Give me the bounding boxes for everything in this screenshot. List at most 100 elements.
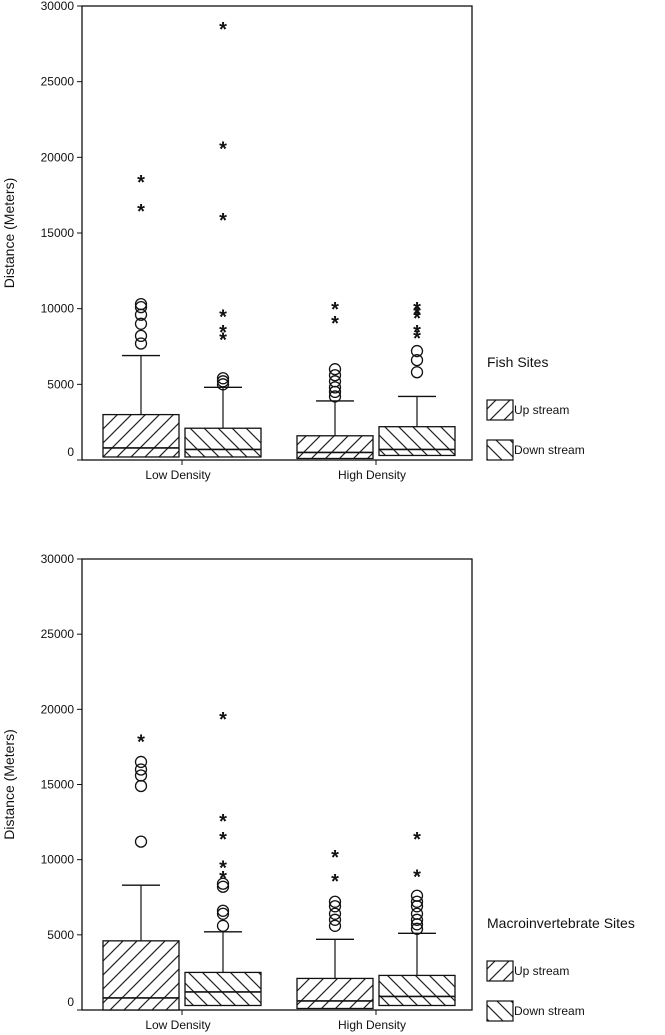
extreme-point: * bbox=[413, 299, 421, 321]
outlier-point bbox=[216, 880, 230, 893]
box-down-stream-low-density: ****** bbox=[184, 19, 262, 458]
y-tick-label: 25000 bbox=[41, 75, 75, 89]
outlier-point bbox=[134, 337, 148, 350]
y-tick-label: 30000 bbox=[41, 0, 75, 13]
extreme-point: * bbox=[137, 731, 145, 753]
box-body bbox=[296, 435, 374, 460]
legend-label: Up stream bbox=[514, 964, 569, 978]
outlier-point bbox=[216, 907, 230, 920]
outlier-point bbox=[216, 877, 230, 890]
x-tick-label: Low Density bbox=[145, 468, 210, 482]
box-body bbox=[102, 413, 180, 458]
outlier-point bbox=[134, 297, 148, 311]
legend-swatch-up-stream bbox=[486, 960, 514, 982]
box-body bbox=[296, 977, 374, 1010]
outlier-point bbox=[328, 913, 342, 926]
extreme-point: * bbox=[219, 868, 227, 890]
box-body bbox=[184, 427, 262, 458]
extreme-point: * bbox=[413, 328, 421, 350]
x-tick-label: High Density bbox=[338, 1018, 406, 1032]
outlier-point bbox=[410, 344, 424, 358]
x-tick-label: High Density bbox=[338, 468, 406, 482]
extreme-point: * bbox=[219, 307, 227, 329]
outlier-point bbox=[328, 363, 342, 376]
box-up-stream-high-density: ** bbox=[296, 299, 374, 460]
box-up-stream-high-density: ** bbox=[296, 847, 374, 1010]
outlier-point bbox=[410, 895, 424, 908]
outlier-point bbox=[328, 381, 342, 394]
extreme-point: * bbox=[331, 847, 339, 869]
outlier-point bbox=[134, 769, 148, 782]
box-down-stream-high-density: ***** bbox=[378, 299, 456, 457]
y-tick-label: 5000 bbox=[47, 377, 74, 391]
extreme-point: * bbox=[137, 172, 145, 194]
box-body bbox=[102, 940, 180, 1011]
box-body bbox=[184, 971, 262, 1007]
legend-label: Up stream bbox=[514, 403, 569, 417]
outlier-point bbox=[328, 900, 342, 913]
outlier-point bbox=[216, 372, 230, 385]
outlier-point bbox=[328, 369, 342, 382]
extreme-point: * bbox=[413, 867, 421, 889]
outlier-point bbox=[410, 353, 424, 367]
extreme-point: * bbox=[219, 19, 227, 41]
extreme-point: * bbox=[331, 871, 339, 893]
outlier-point bbox=[134, 301, 148, 314]
y-tick-label: 5000 bbox=[47, 928, 74, 942]
extreme-point: * bbox=[219, 210, 227, 232]
outlier-point bbox=[134, 835, 148, 848]
outlier-point bbox=[328, 895, 342, 908]
outlier-point bbox=[216, 378, 230, 391]
y-tick-label: 10000 bbox=[41, 302, 75, 316]
extreme-point: * bbox=[331, 299, 339, 321]
y-tick-label: 10000 bbox=[41, 853, 75, 867]
outlier-point bbox=[134, 755, 148, 769]
outlier-point bbox=[216, 375, 230, 388]
legend-title: Macroinvertebrate Sites bbox=[487, 915, 635, 931]
extreme-point: * bbox=[219, 139, 227, 161]
extreme-point: * bbox=[331, 313, 339, 335]
outlier-point bbox=[328, 375, 342, 388]
legend-title: Fish Sites bbox=[487, 354, 548, 370]
y-tick-label: 0 bbox=[67, 995, 74, 1009]
y-tick-label: 0 bbox=[67, 445, 74, 459]
legend-swatch-down-stream bbox=[486, 439, 514, 461]
y-axis-label: Distance (Meters) bbox=[1, 178, 17, 288]
box-down-stream-low-density: ***** bbox=[184, 709, 262, 1007]
extreme-point: * bbox=[219, 858, 227, 880]
legend-swatch-up-stream bbox=[486, 399, 514, 421]
y-tick-label: 25000 bbox=[41, 627, 75, 641]
extreme-point: * bbox=[219, 322, 227, 344]
outlier-point bbox=[410, 913, 424, 926]
outlier-point bbox=[216, 919, 230, 932]
y-tick-label: 15000 bbox=[41, 778, 75, 792]
y-tick-label: 30000 bbox=[41, 552, 75, 566]
extreme-point: * bbox=[137, 201, 145, 223]
outlier-point bbox=[328, 390, 342, 403]
extreme-point: * bbox=[219, 811, 227, 833]
outlier-point bbox=[328, 907, 342, 920]
outlier-point bbox=[328, 919, 342, 932]
legend-label: Down stream bbox=[514, 1004, 585, 1018]
extreme-point: * bbox=[219, 709, 227, 731]
extreme-point: * bbox=[413, 829, 421, 851]
outlier-point bbox=[134, 317, 148, 330]
legend-swatch-down-stream bbox=[486, 1000, 514, 1022]
extreme-point: * bbox=[219, 829, 227, 851]
outlier-point bbox=[134, 329, 148, 343]
box-up-stream-low-density: ** bbox=[102, 172, 180, 458]
extreme-point: * bbox=[413, 322, 421, 344]
x-tick-label: Low Density bbox=[145, 1018, 210, 1032]
box-down-stream-high-density: ** bbox=[378, 829, 456, 1007]
y-tick-label: 20000 bbox=[41, 702, 75, 716]
extreme-point: * bbox=[413, 304, 421, 326]
outlier-point bbox=[134, 763, 148, 776]
box-body bbox=[378, 974, 456, 1007]
extreme-point: * bbox=[413, 308, 421, 330]
y-tick-label: 15000 bbox=[41, 226, 75, 240]
y-tick-label: 20000 bbox=[41, 150, 75, 164]
